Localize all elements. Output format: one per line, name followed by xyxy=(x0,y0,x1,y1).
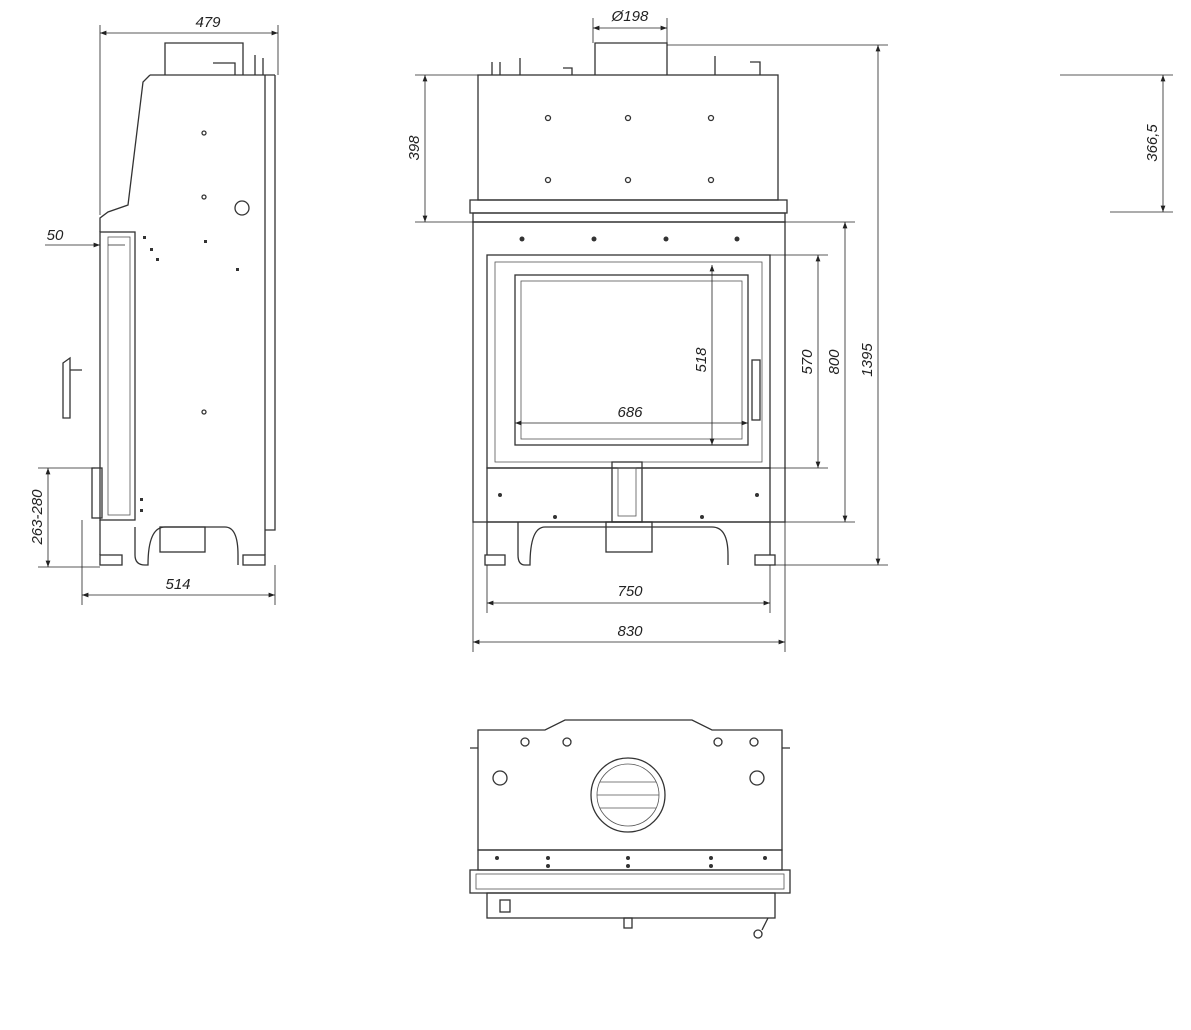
top-dots xyxy=(495,856,767,868)
dim-label: 398 xyxy=(406,135,423,161)
dimension-366-5: 366,5 xyxy=(1060,74,1173,213)
dim-label: 800 xyxy=(826,349,843,375)
dim-label: 1395 xyxy=(859,343,876,377)
front-view: Ø198 398 518 686 570 800 1395 xyxy=(406,8,888,652)
dim-label: 514 xyxy=(165,576,190,593)
dim-label: 518 xyxy=(693,347,710,373)
left-side-view: 479 50 263-280 514 xyxy=(29,14,279,605)
dim-label: Ø198 xyxy=(611,8,649,25)
dim-label: 830 xyxy=(617,623,643,640)
dimension-750: 750 xyxy=(486,565,771,613)
dimension-1395: 1395 xyxy=(667,44,888,566)
dimension-686: 686 xyxy=(515,404,748,426)
dimension-263-280: 263-280 xyxy=(29,467,100,568)
front-dots xyxy=(498,114,759,519)
dimension-570: 570 xyxy=(770,254,828,469)
dim-label: 50 xyxy=(47,227,64,244)
dim-label: 479 xyxy=(195,14,221,31)
dim-label: 686 xyxy=(617,404,643,421)
dimension-830: 830 xyxy=(472,522,786,652)
dimension-flue-diameter: Ø198 xyxy=(592,8,668,43)
dim-label: 263-280 xyxy=(29,489,46,546)
dimension-50: 50 xyxy=(45,227,125,248)
dimension-479: 479 xyxy=(99,14,279,215)
dimension-518: 518 xyxy=(693,265,715,445)
top-view xyxy=(469,719,791,939)
dim-label: 366,5 xyxy=(1144,124,1161,162)
dim-label: 750 xyxy=(617,583,643,600)
dimension-514: 514 xyxy=(81,520,276,605)
dimension-398: 398 xyxy=(406,74,478,223)
dim-label: 570 xyxy=(799,349,816,375)
dimension-800: 800 xyxy=(785,221,855,523)
right-side-view: 366,5 xyxy=(1060,74,1173,213)
